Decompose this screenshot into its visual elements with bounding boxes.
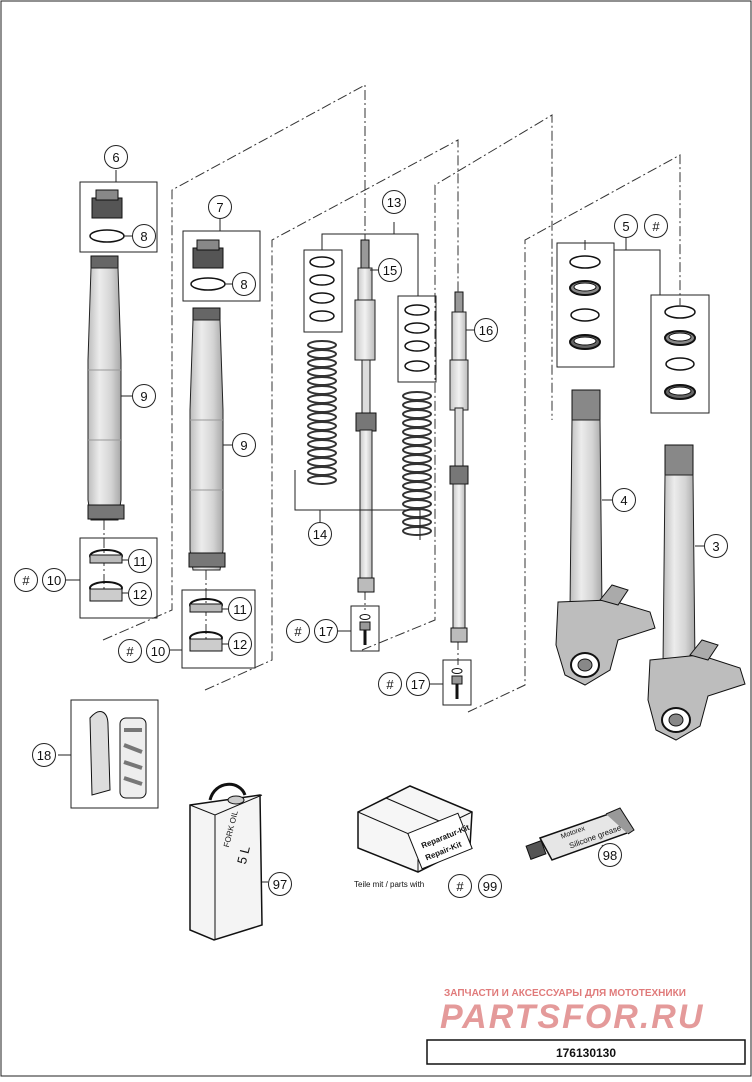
decal-18 [58,699,159,809]
callout-9-middle[interactable]: 9 [232,433,256,457]
bolt-box-17-left [338,605,380,652]
callout-8-top[interactable]: 8 [132,224,156,248]
bushing-box-middle [170,589,256,669]
seal-kit-box-left [556,235,661,368]
callout-9-left[interactable]: 9 [132,384,156,408]
callout-3[interactable]: 3 [704,534,728,558]
callout-4[interactable]: 4 [612,488,636,512]
cartridge-16 [449,291,474,643]
callout-98[interactable]: 98 [598,843,622,867]
repair-kit-99 [357,785,473,873]
fork-spring-left [307,340,337,485]
hash-callout-99[interactable]: # [448,874,472,898]
cartridge-assembly-13 [303,222,437,593]
watermark-brand: PARTSFOR.RU [440,998,704,1036]
hash-callout-17-right[interactable]: # [378,672,402,696]
callout-10-middle[interactable]: 10 [146,639,170,663]
callout-17-left[interactable]: 17 [314,619,338,643]
callout-11-middle[interactable]: 11 [228,597,252,621]
callout-97[interactable]: 97 [268,872,292,896]
callout-16[interactable]: 16 [474,318,498,342]
callout-11-left[interactable]: 11 [128,549,152,573]
callout-10-left[interactable]: 10 [42,568,66,592]
fork-spring-right [402,391,432,536]
oil-can-97 [189,782,268,941]
hash-callout-10-left[interactable]: # [14,568,38,592]
callout-12-middle[interactable]: 12 [228,632,252,656]
watermark-tagline: ЗАПЧАСТИ И АКСЕССУАРЫ ДЛЯ МОТОТЕХНИКИ [444,988,686,999]
callout-17-right[interactable]: 17 [406,672,430,696]
seal-kit-box-right [650,294,710,414]
callout-5[interactable]: 5 [614,214,638,238]
hash-callout-5[interactable]: # [644,214,668,238]
grease-tube-98 [525,807,635,861]
callout-18[interactable]: 18 [32,743,56,767]
outer-tube-middle [188,307,232,571]
callout-15[interactable]: 15 [378,258,402,282]
inner-tube-3 [647,444,746,741]
bolt-box-17-right [430,659,472,706]
callout-8-middle[interactable]: 8 [232,272,256,296]
callout-99[interactable]: 99 [478,874,502,898]
inner-tube-4 [555,389,656,686]
callout-7[interactable]: 7 [208,195,232,219]
callout-14[interactable]: 14 [308,522,332,546]
callout-13[interactable]: 13 [382,190,406,214]
kit-note: Teile mit / parts with [354,880,425,889]
fork-cap-7 [182,219,261,302]
hash-callout-17-left[interactable]: # [286,619,310,643]
callout-12-left[interactable]: 12 [128,582,152,606]
bushing-box-left [66,537,158,619]
callout-6[interactable]: 6 [104,145,128,169]
diagram-number: 176130130 [556,1046,616,1060]
leader-14 [294,470,421,540]
fork-cap-6 [79,170,158,253]
diagram-number-box [426,1039,746,1065]
hash-callout-10-middle[interactable]: # [118,639,142,663]
outer-tube-left [87,255,132,521]
watermark: ЗАПЧАСТИ И АКСЕССУАРЫ ДЛЯ МОТОТЕХНИКИ PA… [440,988,704,1036]
